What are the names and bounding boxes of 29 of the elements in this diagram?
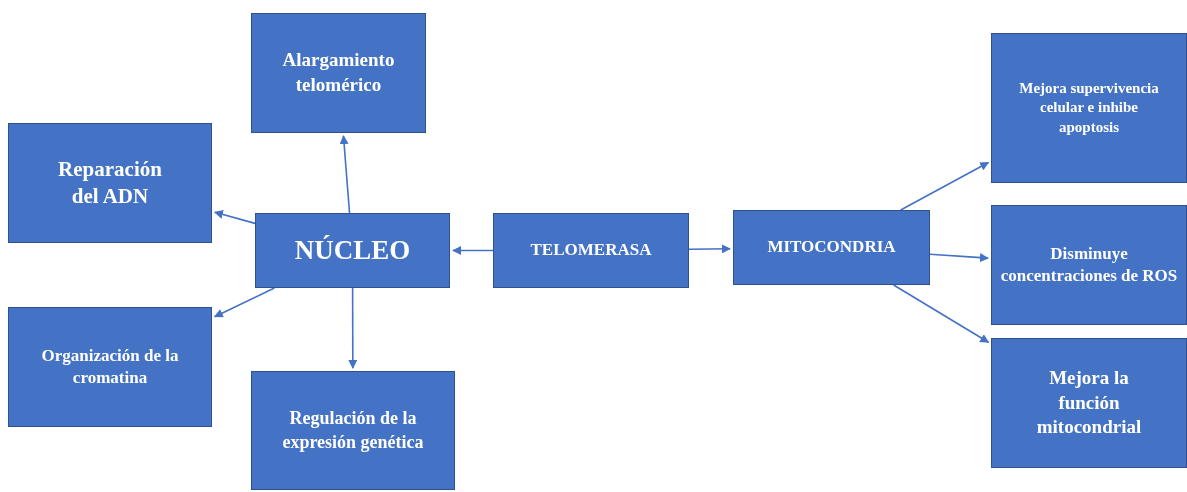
- process-box: [8, 307, 212, 427]
- box-label: Reparación del ADN: [57, 155, 163, 210]
- box-label: Mejora supervivencia celular e inhibe apoptosis: [1018, 78, 1160, 137]
- box-label: Mejora la función mitocondrial: [1035, 365, 1143, 440]
- arrow: [899, 161, 990, 211]
- box-label: Regulación de la expresión genética: [281, 407, 425, 454]
- process-box: [255, 213, 450, 288]
- box-label: NÚCLEO: [294, 233, 411, 267]
- process-box: [991, 338, 1187, 468]
- box-label: MITOCONDRIA: [767, 236, 896, 259]
- arrow: [339, 135, 351, 214]
- arrow: [452, 246, 494, 255]
- arrow: [348, 287, 358, 369]
- process-box: [991, 33, 1187, 183]
- arrow: [213, 287, 276, 318]
- arrow: [688, 244, 731, 254]
- arrow: [214, 210, 256, 225]
- box-label: Alargamiento telomérico: [281, 48, 396, 97]
- process-box: [251, 13, 426, 133]
- box-label: TELOMERASA: [530, 239, 652, 262]
- process-box: [251, 371, 455, 490]
- arrow: [929, 253, 989, 263]
- process-box: [733, 210, 930, 285]
- process-box: [493, 213, 689, 288]
- arrow: [892, 284, 990, 344]
- box-label: Disminuye concentraciones de ROS: [999, 242, 1179, 287]
- box-label: Organización de la cromatina: [40, 344, 180, 389]
- process-box: [991, 205, 1187, 325]
- process-box: [8, 123, 212, 243]
